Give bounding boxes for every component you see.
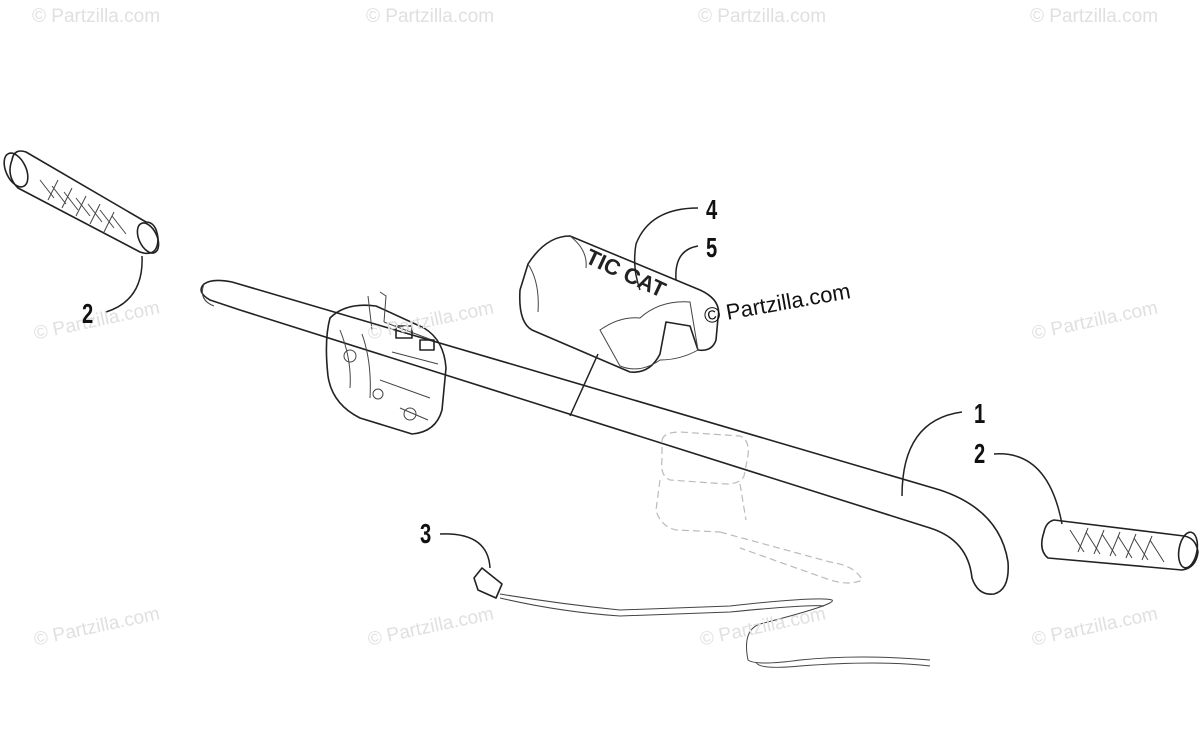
handlebar [200,279,1010,595]
leader-2-right [993,453,1063,525]
watermark: © Partzilla.com [366,6,495,27]
callout-1[interactable]: 1 [974,398,986,429]
watermark: © Partzilla.com [32,6,161,27]
leader-5 [675,245,699,281]
leader-3 [439,533,491,569]
watermark: © Partzilla.com [1030,6,1159,27]
brake-master-cylinder [655,431,863,584]
right-grip [1040,519,1199,571]
left-grip [3,150,160,255]
callout-4[interactable]: 4 [706,194,718,225]
leader-1 [901,411,963,497]
callout-2-right[interactable]: 2 [974,438,986,469]
switch-housing [325,291,447,435]
pad-text: TIC CAT [582,244,670,303]
callout-3[interactable]: 3 [420,518,432,549]
wiring-harness [473,567,931,668]
handlebar-pad: TIC CAT [518,235,720,373]
watermark: © Partzilla.com [698,6,827,27]
leader-pad-to-bar [569,353,599,417]
leader-2-left [105,255,143,313]
callout-5[interactable]: 5 [706,232,718,263]
leader-4 [633,207,699,291]
callout-2-left[interactable]: 2 [82,298,94,329]
